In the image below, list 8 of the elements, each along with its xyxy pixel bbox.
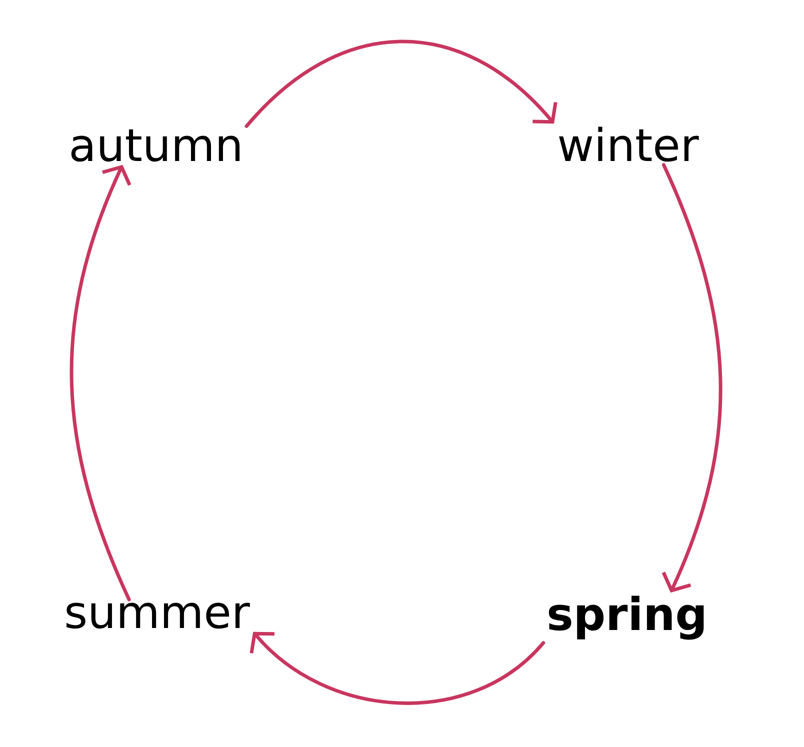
curved-arrow <box>70 164 132 602</box>
season-label: spring <box>548 596 704 640</box>
curved-arrow <box>662 163 722 593</box>
curved-arrow <box>250 632 546 705</box>
season-label: winter <box>559 126 699 162</box>
season-label: autumn <box>71 129 240 162</box>
season-label: summer <box>66 602 250 629</box>
curved-arrow <box>244 40 558 128</box>
